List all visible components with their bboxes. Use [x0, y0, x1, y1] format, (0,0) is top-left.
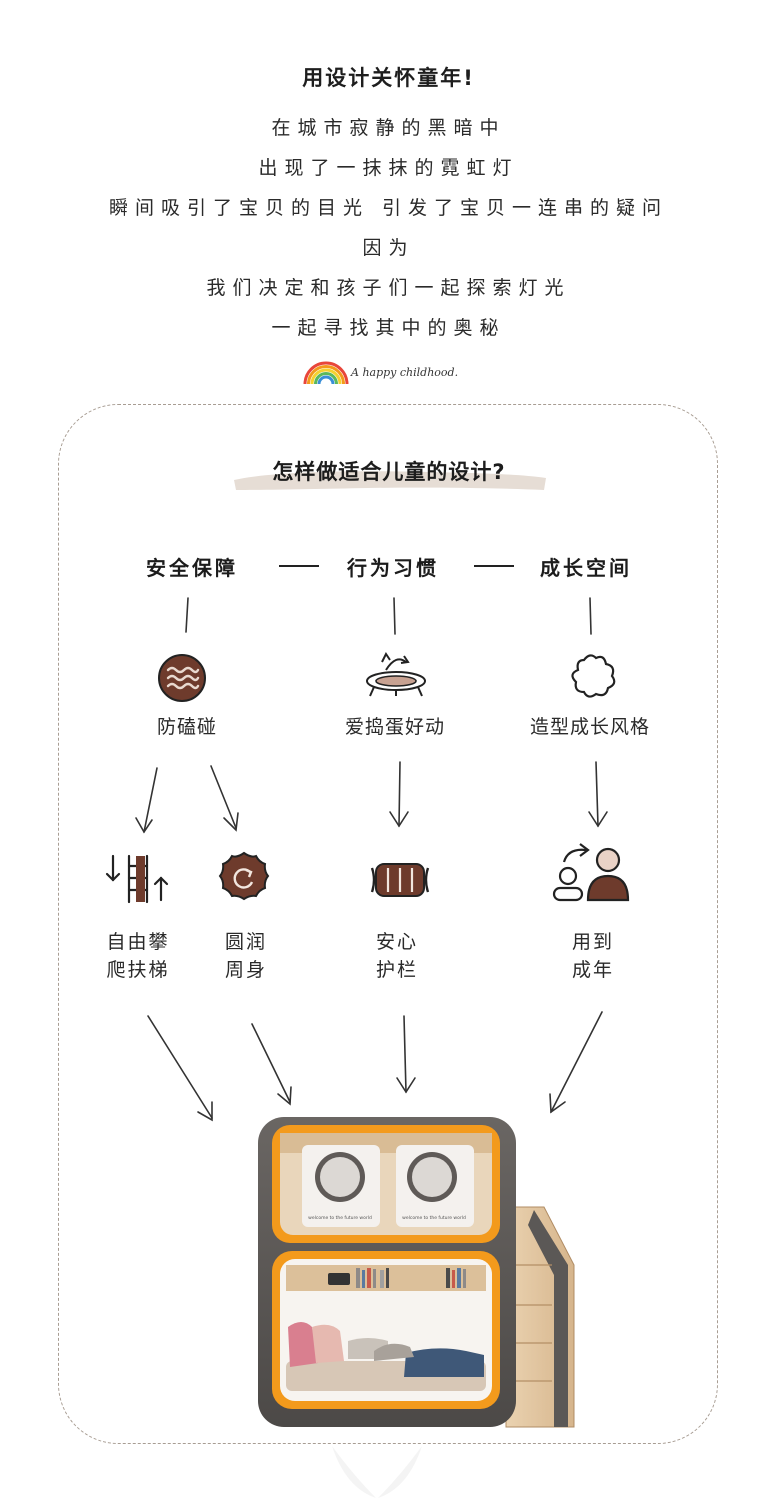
guardrail-icon — [370, 863, 430, 897]
feature-label-line: 圆润 — [224, 931, 267, 953]
feature-label-line: 用到 — [571, 931, 614, 953]
poem-line: 一起寻找其中的奥秘 — [271, 317, 506, 339]
panel-caption: welcome to the future world — [402, 1215, 466, 1221]
bunk-bed-image: welcome to the future world welcome to t… — [258, 1117, 575, 1428]
feature-label-line: 自由攀 — [106, 931, 170, 953]
feature-label-line: 安心 — [375, 931, 418, 953]
pillar-label-safety: 防磕碰 — [156, 716, 217, 738]
puzzle-shape-icon — [571, 654, 616, 698]
feature-label-line: 周身 — [224, 959, 267, 981]
pillar-label-behavior: 爱捣蛋好动 — [344, 716, 445, 738]
pillar-heading-safety: 安全保障 — [146, 556, 238, 580]
feature-label-guardrail: 安心 护栏 — [337, 928, 457, 984]
rainbow-icon — [303, 361, 349, 385]
feature-label-ladder: 自由攀 爬扶梯 — [78, 928, 198, 984]
feature-label-line: 成年 — [571, 959, 614, 981]
intro-poem: 在城市寂静的黑暗中 出现了一抹抹的霓虹灯 瞬间吸引了宝贝的目光 引发了宝贝一连串… — [0, 108, 777, 348]
feature-label-line: 护栏 — [375, 959, 418, 981]
pillar-label-growth: 造型成长风格 — [529, 716, 650, 738]
question-text: 怎样做适合儿童的设计? — [272, 460, 506, 484]
poem-line: 我们决定和孩子们一起探索灯光 — [206, 277, 571, 299]
pillar-heading-behavior: 行为习惯 — [347, 556, 439, 580]
feature-label-line: 爬扶梯 — [106, 959, 170, 981]
porthole-panel-left: welcome to the future world — [302, 1145, 380, 1227]
watermark-logo — [332, 1446, 422, 1498]
rounded-badge-icon — [218, 851, 270, 901]
design-question: 怎样做适合儿童的设计? — [228, 452, 550, 496]
growth-people-icon — [552, 843, 630, 902]
feature-label-adulthood: 用到 成年 — [533, 928, 653, 984]
brush-stroke-decoration — [234, 471, 546, 490]
poem-line: 瞬间吸引了宝贝的目光 引发了宝贝一连串的疑问 — [108, 197, 669, 219]
staircase — [505, 1206, 575, 1428]
wave-circle-icon — [158, 654, 206, 702]
connector-dash — [474, 565, 514, 567]
poem-line: 出现了一抹抹的霓虹灯 — [258, 157, 519, 179]
poem-line: 因为 — [362, 237, 415, 259]
feature-label-rounded: 圆润 周身 — [186, 928, 306, 984]
panel-caption: welcome to the future world — [308, 1215, 372, 1221]
connector-dash — [279, 565, 319, 567]
tagline-text: A happy childhood. — [351, 366, 459, 379]
ladder-icon — [105, 854, 169, 904]
tagline-badge: A happy childhood. — [303, 360, 503, 390]
page-title: 用设计关怀童年! — [302, 66, 475, 90]
design-frame — [58, 404, 718, 1444]
porthole-panel-right: welcome to the future world — [396, 1145, 474, 1227]
trampoline-icon — [366, 652, 426, 697]
poem-line: 在城市寂静的黑暗中 — [271, 117, 506, 139]
pillar-heading-growth: 成长空间 — [540, 556, 632, 580]
